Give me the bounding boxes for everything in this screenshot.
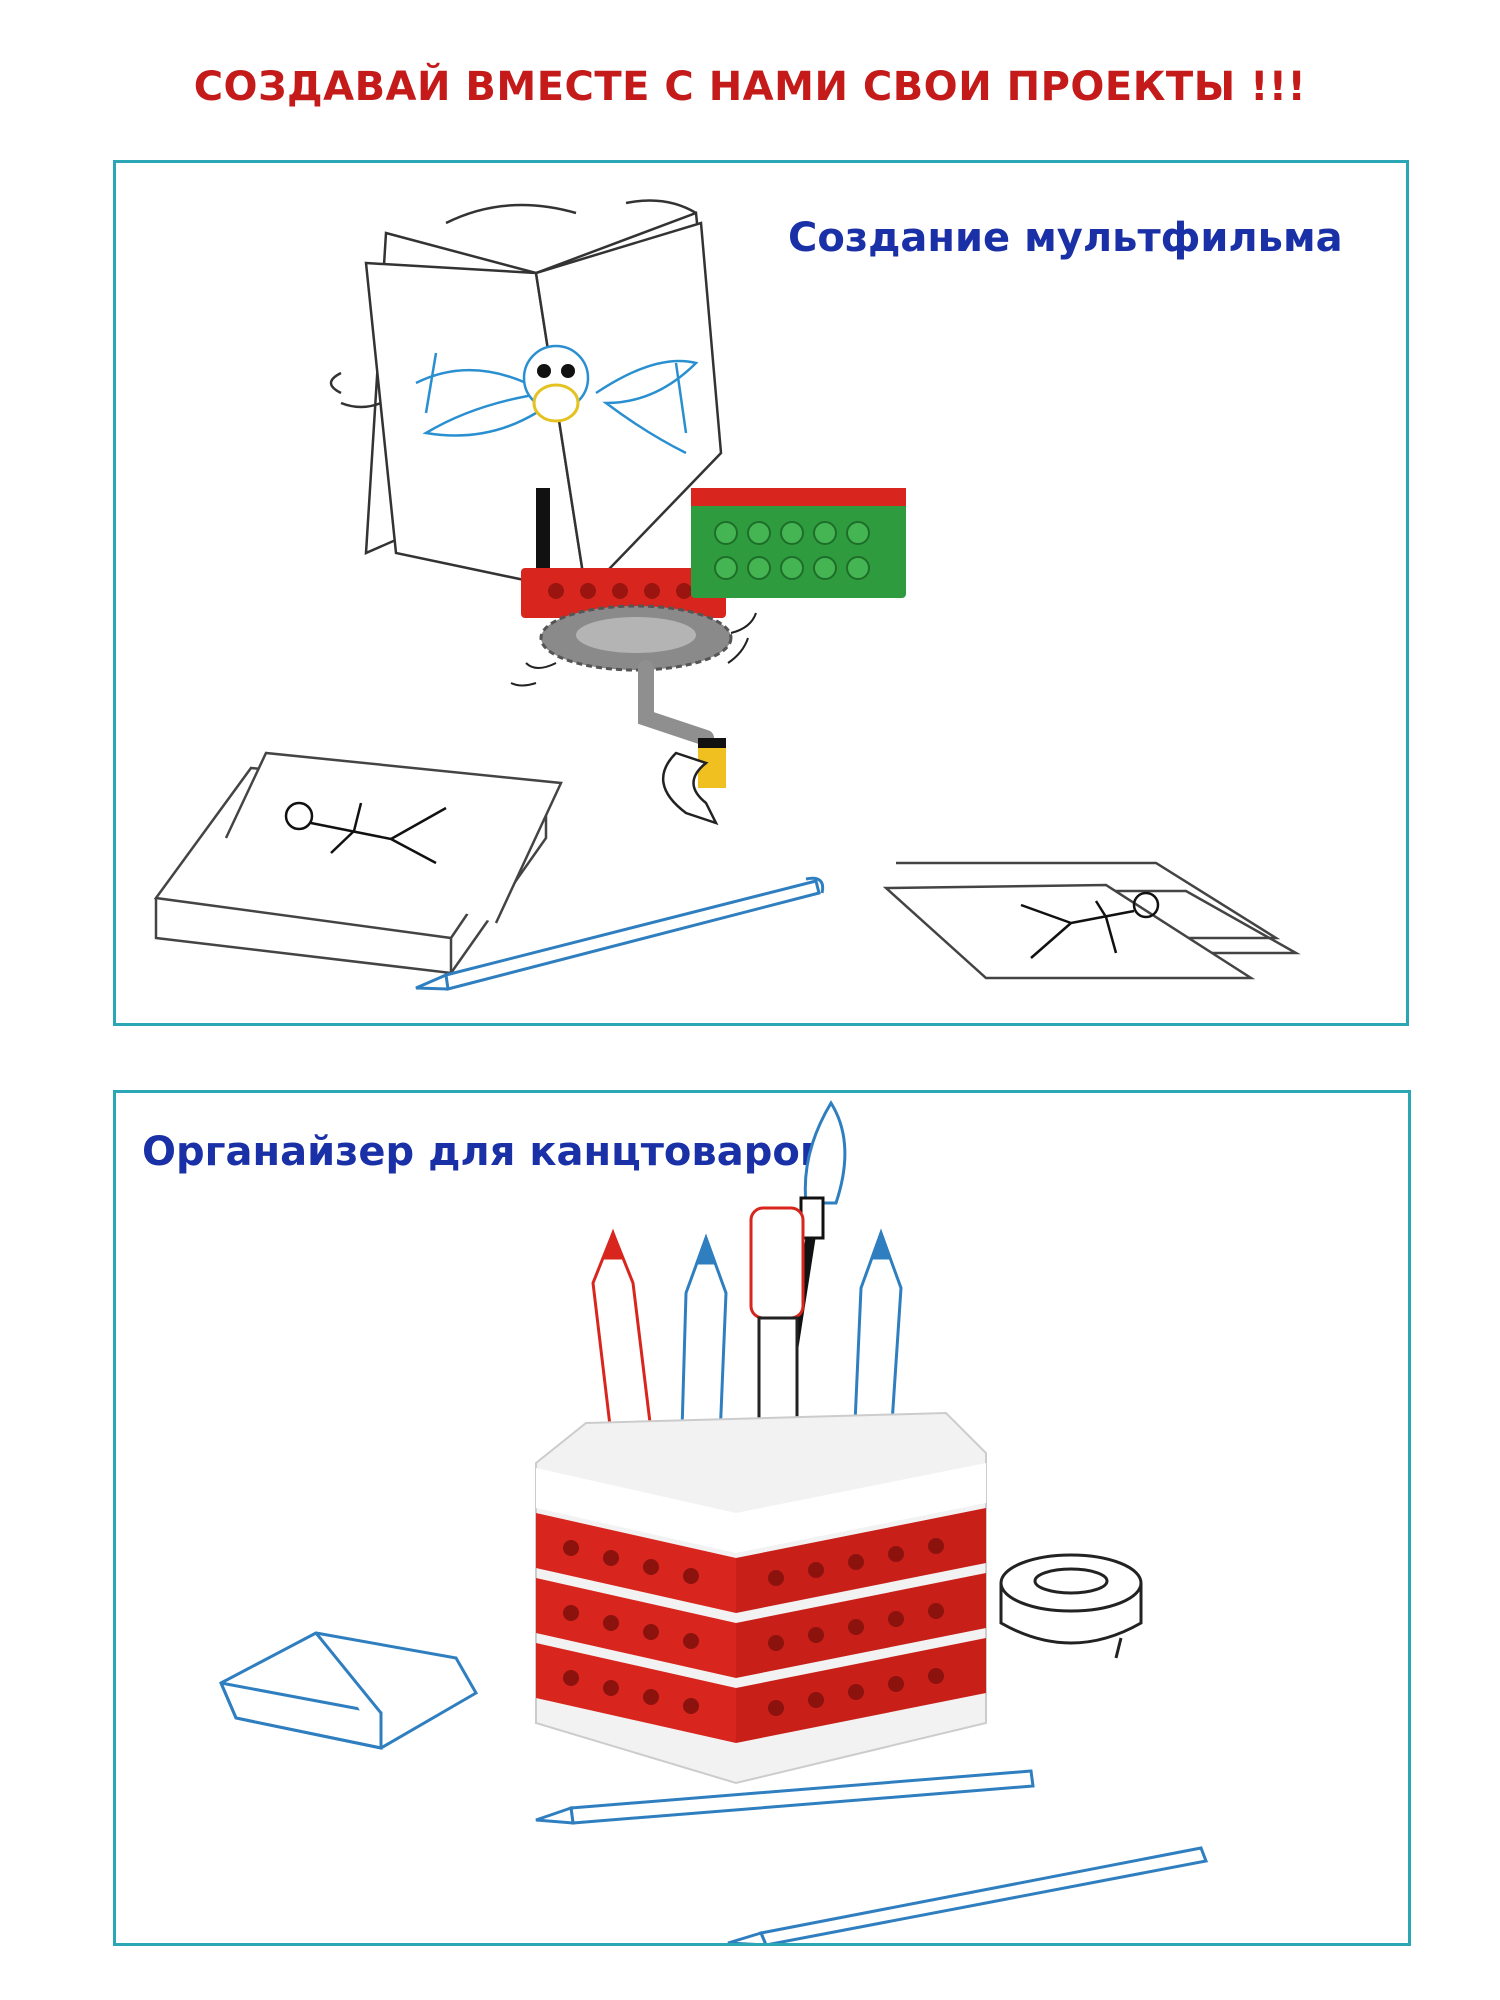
eraser-icon xyxy=(219,1631,479,1750)
stick-figure-drawing-2 xyxy=(1020,891,1160,959)
rotate-arrow-icon xyxy=(661,751,719,826)
project-title-animation: Создание мультфильма xyxy=(788,215,1343,261)
tape-roll-icon xyxy=(999,1553,1143,1659)
page-title: СОЗДАВАЙ ВМЕСТЕ С НАМИ СВОИ ПРОЕКТЫ !!! xyxy=(193,64,1307,110)
project-panel-animation: Создание мультфильма xyxy=(113,160,1409,1026)
pencil-icon xyxy=(415,876,825,991)
pencil-bottom-right-icon xyxy=(727,1846,1209,1943)
project-title-organizer: Органайзер для канцтоваров xyxy=(142,1129,826,1175)
notepad-icon xyxy=(153,751,563,975)
stick-figure-drawing xyxy=(284,801,447,865)
animation-illustration xyxy=(153,199,1301,991)
brick-organizer-icon xyxy=(535,1411,987,1785)
creature-drawing-icon xyxy=(415,344,699,455)
green-brick-icon xyxy=(691,488,906,598)
axle-icon xyxy=(536,488,550,578)
gear-icon xyxy=(539,604,733,672)
crank-handle-icon xyxy=(638,660,726,788)
organizer-illustration xyxy=(219,1100,1209,1943)
paper-sheets-icon xyxy=(882,861,1301,980)
project-panel-organizer: Органайзер для канцтоваров xyxy=(113,1090,1411,1946)
pencil-bottom-left-icon xyxy=(535,1769,1035,1825)
red-beam-icon xyxy=(521,568,726,618)
